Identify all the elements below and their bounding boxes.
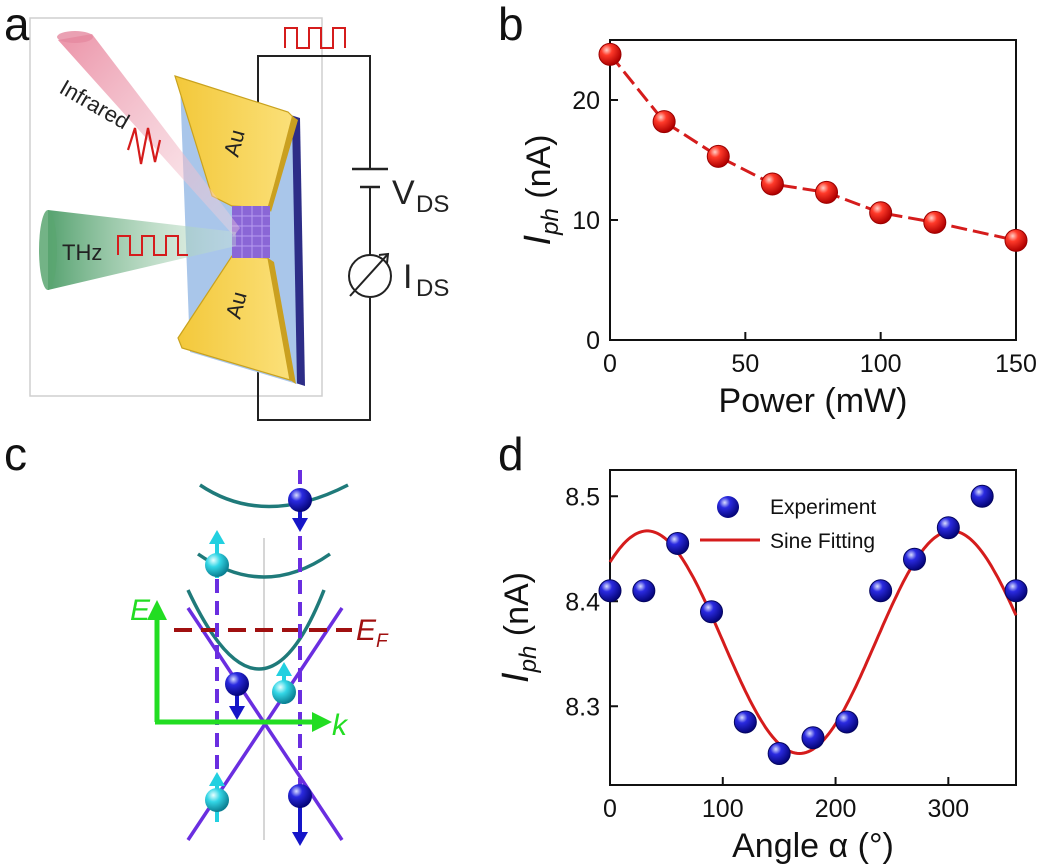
y-axis-label: Iph (nA) [495,572,542,683]
y-tick-label: 8.5 [565,483,600,511]
infrared-beam-aperture [57,31,93,43]
data-point [815,180,839,204]
data-point [598,579,622,603]
legend-label-experiment: Experiment [770,496,876,519]
data-point [598,42,622,66]
ek-axes [147,600,332,732]
thz-label: THz [62,240,102,265]
plot-frame [609,39,1017,341]
au-electrode-top-edge [268,116,298,212]
spin-down-3 [288,784,312,846]
x-tick-label: 100 [860,350,902,378]
data-point [760,172,784,196]
spin-down-1 [288,488,312,532]
vds-subscript: DS [416,191,449,218]
channel [232,206,270,258]
data-point [869,201,893,225]
data-point [936,516,960,540]
data-point [970,484,994,508]
y-axis-label-sub: ph [515,646,542,674]
fermi-subscript: F [376,631,389,652]
circuit [257,55,371,421]
y-tick-label: 10 [572,207,600,235]
x-tick-label: 0 [603,350,617,378]
panel-label-c: c [4,428,27,480]
square-pulse-icon [284,27,346,49]
panel-label-d: d [498,428,524,480]
data-point [835,710,859,734]
fit-line [608,53,1017,242]
y-axis-label-main: I [517,234,559,245]
data-point [1004,579,1028,603]
band-upper [199,483,349,509]
y-axis-label-unit: (nA) [520,135,558,209]
au-electrode-bottom-edge [268,258,296,384]
y-tick-label: 20 [572,87,600,115]
ids-label: I [403,258,412,296]
y-tick-label: 8.3 [565,693,600,721]
spin-down-2 [225,672,249,720]
x-tick-label: 300 [927,795,969,823]
spin-up-3 [205,772,229,822]
legend-marker-experiment [717,496,739,518]
panel-a: a V DS I DS Au Au [4,0,449,421]
panel-c: c E F E k [4,428,389,846]
band-lower [186,589,326,671]
y-axis-label-main: I [495,672,537,683]
y-axis-label-unit: (nA) [498,572,536,646]
panel-label-b: b [498,0,524,50]
data-point [700,600,723,624]
thz-beam-aperture [39,210,57,290]
y-axis-label-sub: ph [537,208,564,236]
infrared-wave-icon [126,127,162,165]
data-point [706,144,730,168]
panel-label-a: a [4,0,30,50]
plot-frame [609,469,1017,786]
y-axis-label: Iph (nA) [517,135,564,246]
x-tick-label: 0 [603,795,617,823]
data-point [903,547,926,571]
x-tick-label: 50 [731,350,759,378]
data-point [666,532,690,555]
data-point [632,579,656,603]
fermi-label: E [356,614,377,647]
x-tick-label: 200 [815,795,857,823]
data-point [733,710,757,734]
sine-fit-line [608,529,1018,756]
panel-a-frame [29,17,323,397]
data-point [1004,228,1028,252]
ids-subscript: DS [416,275,449,302]
y-tick-label: 8.4 [565,588,600,616]
vds-label: V [392,174,415,212]
x-axis-label: Power (mW) [719,382,908,420]
data-point [652,110,676,134]
thz-pulse-icon [117,235,188,256]
ammeter-icon [348,252,392,298]
x-tick-label: 100 [702,795,744,823]
channel-lattice [232,206,270,258]
x-tick-label: 150 [995,350,1037,378]
spin-up-1 [205,530,229,578]
x-axis-label: Angle α (°) [732,827,894,865]
y-tick-label: 0 [586,327,600,355]
data-point [869,579,893,603]
k-axis-label: k [332,709,349,742]
battery-icon [352,167,388,189]
spin-up-2 [272,662,296,704]
legend-label-sine: Sine Fitting [770,530,875,553]
data-point [767,742,791,765]
e-axis-label: E [130,594,151,627]
data-point [801,726,825,750]
data-point [923,210,947,234]
